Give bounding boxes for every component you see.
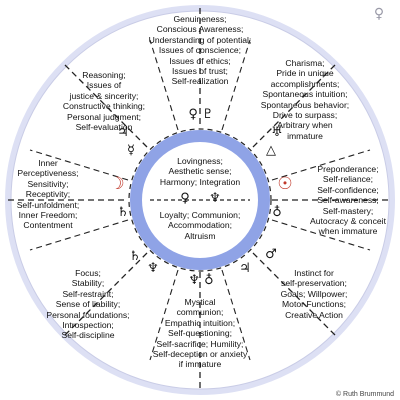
inner-ring-dash: [128, 128, 272, 272]
jupiter-lower-icon: ♃: [239, 261, 251, 276]
mars-icon: ♂: [265, 247, 277, 262]
segment-right: Preponderance; Self-reliance; Self-confi…: [310, 164, 386, 237]
venus-corner-icon: ♀: [373, 6, 385, 22]
segment-lower-right: Instinct for self-preservation; Goals; W…: [280, 268, 348, 320]
triangle-icon: △: [266, 143, 276, 158]
neptune-left-icon: ♆: [147, 261, 159, 276]
center-top-text: Lovingness; Aesthetic sense; Harmony; In…: [159, 156, 241, 187]
jupiter-icon: ♃: [117, 125, 129, 140]
segment-lower-left: Focus; Stability; Self-restraint; Sense …: [46, 268, 130, 341]
saturn-left-icon: ♄: [117, 205, 129, 220]
segment-left: Inner Perceptiveness; Sensitivity; Recep…: [16, 158, 80, 231]
neptune-center-icon: ♆: [209, 191, 221, 206]
neptune-earth-icon: ♆ ♁: [188, 273, 214, 288]
spoke-lines: [29, 39, 371, 361]
venus-center-icon: ♀: [180, 191, 190, 206]
center-bottom-text: Loyalty; Communion; Accommodation; Altru…: [159, 210, 241, 241]
segment-top: Genuineness; Conscious Awareness; Unders…: [148, 14, 252, 87]
venus-pluto-icon: ♀ ♇: [188, 107, 214, 122]
moon-icon: ☽: [109, 174, 125, 194]
sun-icon: ☉: [277, 174, 293, 194]
uranus-icon: ♅: [271, 125, 283, 140]
segment-upper-left: Reasoning; Issues of justice & sincerity…: [62, 70, 146, 133]
saturn-icon: ♄: [129, 249, 141, 264]
mercury-icon: ☿: [127, 143, 135, 158]
segment-bottom: Mystical communion; Empathic intuition; …: [152, 297, 248, 370]
segment-upper-right: Charisma; Pride in unique accomplishment…: [260, 58, 350, 141]
earth-icon: ♁: [272, 205, 282, 220]
divider-lines: [8, 8, 392, 392]
copyright-credit: © Ruth Brummund: [335, 391, 394, 398]
